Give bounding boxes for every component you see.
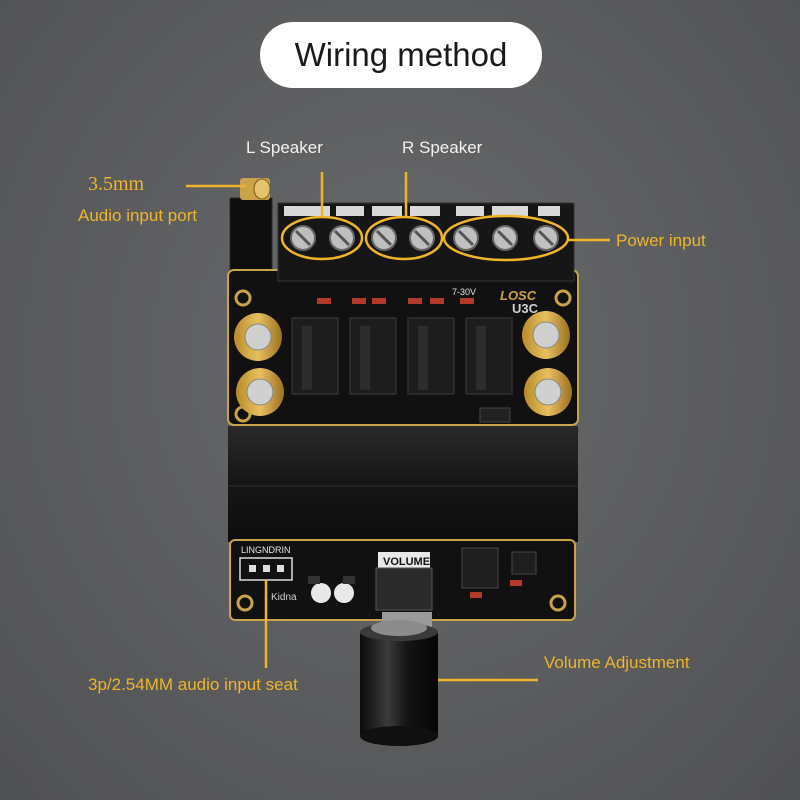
volume-silk-label: VOLUME	[383, 556, 430, 568]
audio-input-seat-label: 3p/2.54MM audio input seat	[88, 675, 298, 694]
power-terminal-highlight	[442, 214, 570, 262]
r-speaker-terminal-highlight	[364, 215, 444, 261]
audio-input-port-label: Audio input port	[78, 206, 198, 225]
volume-adjustment-label: Volume Adjustment	[544, 653, 690, 672]
small-components	[308, 547, 537, 603]
title-banner: Wiring method	[260, 22, 542, 88]
silk-text: Kidna	[271, 592, 297, 603]
volume-knob	[360, 620, 438, 746]
title-text: Wiring method	[294, 36, 508, 73]
capacitors	[234, 311, 572, 416]
l-speaker-label: L Speaker	[246, 138, 323, 157]
model-marking: U3C	[512, 301, 539, 316]
audio-jack	[229, 178, 273, 271]
mount-hole	[236, 594, 254, 612]
power-input-label: Power input	[616, 231, 706, 250]
smd-chip	[479, 407, 511, 423]
heatsink	[228, 426, 578, 542]
jack-size-label: 3.5mm	[88, 173, 145, 195]
screw-slots	[294, 229, 555, 247]
pin-header	[239, 557, 293, 581]
inductors	[291, 317, 513, 395]
mount-hole	[234, 289, 252, 307]
smd-components	[317, 298, 474, 304]
brand-marking: LOSC	[500, 288, 537, 303]
voltage-marking: 7-30V	[452, 287, 476, 297]
mount-hole	[549, 594, 567, 612]
r-speaker-label: R Speaker	[402, 138, 483, 157]
header-pin-labels: LINGNDRIN	[241, 545, 291, 555]
l-speaker-terminal-highlight	[280, 215, 364, 261]
mount-hole	[554, 289, 572, 307]
